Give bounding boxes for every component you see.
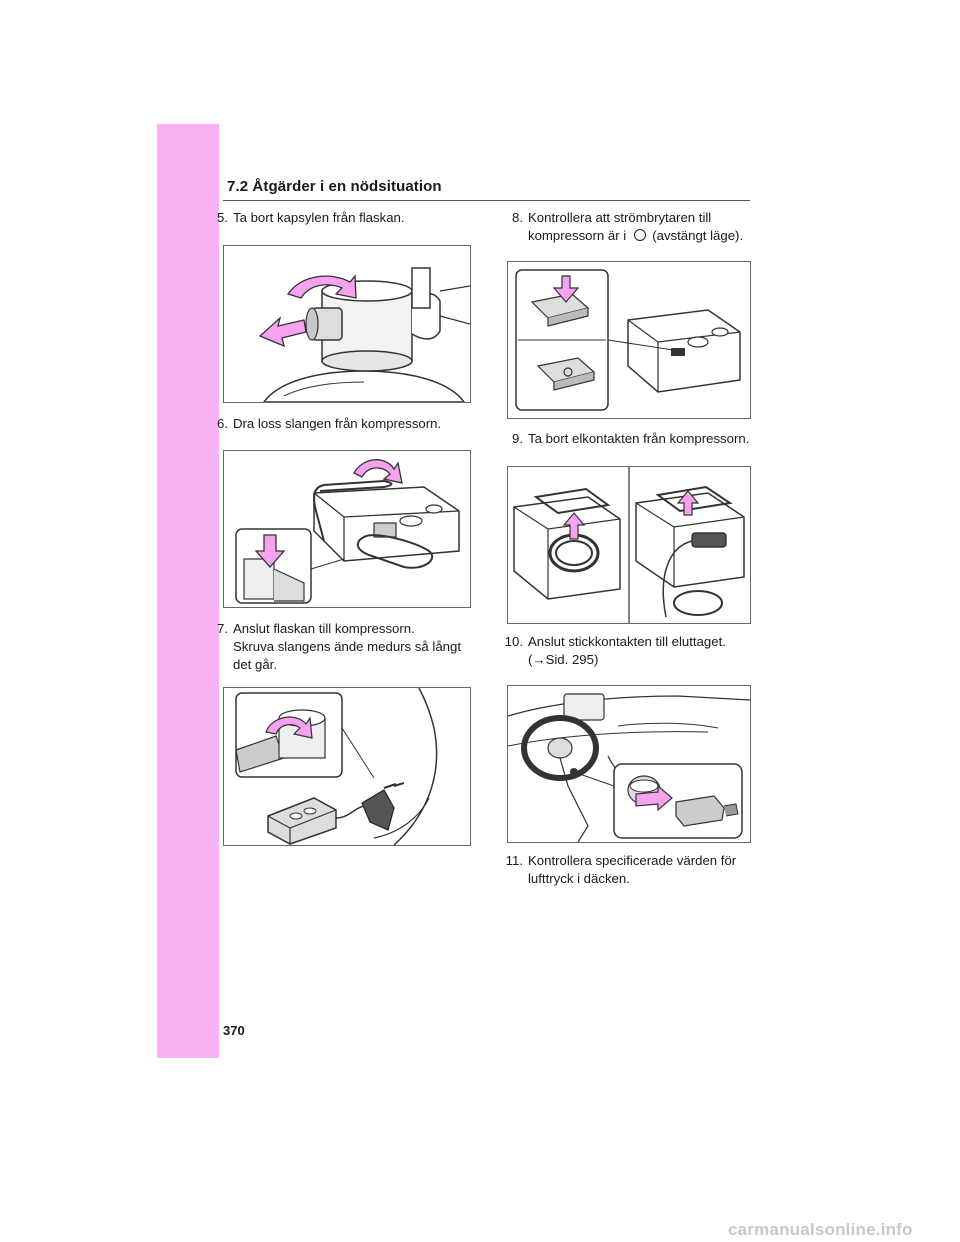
section-title: 7.2 Åtgärder i en nödsituation (227, 178, 442, 195)
step-text: Ta bort kapsylen från flaskan. (233, 210, 405, 225)
step-10: 10. Anslut stickkontakten till eluttaget… (495, 633, 765, 669)
step-number: 7. (217, 621, 228, 636)
section-rule (223, 200, 750, 201)
figure-remove-power-plug (507, 466, 751, 624)
step-8: 8. Kontrollera att strömbrytaren till ko… (495, 209, 765, 245)
power-off-symbol-icon (634, 229, 647, 241)
step-9: 9. Ta bort elkontakten från kompressorn. (495, 430, 765, 448)
step-subtext-page-ref: (→Sid. 295) (528, 652, 599, 667)
step-text: Anslut stickkontakten till eluttaget. (528, 634, 726, 649)
figure-connect-bottle (223, 687, 471, 846)
step-text: Kontrollera att strömbrytaren till kompr… (528, 210, 712, 243)
watermark: carmanualsonline.info (728, 1220, 913, 1239)
step-number: 10. (504, 634, 523, 649)
figure-remove-bottle-cap (223, 245, 471, 403)
step-text: Anslut flaskan till kompressorn. (233, 621, 415, 636)
step-number: 11. (505, 853, 523, 868)
step-7: 7. Anslut flaskan till kompressorn. Skru… (200, 620, 470, 674)
figure-detach-hose (223, 450, 471, 608)
figure-connect-power-outlet (507, 685, 751, 843)
chapter-sidebar-tab (157, 124, 219, 1058)
step-text: Kontrollera specificerade värden för luf… (528, 853, 737, 886)
step-11: 11. Kontrollera specificerade värden för… (495, 852, 765, 888)
page-number: 370 (223, 1023, 245, 1038)
step-text-suffix: (avstängt läge). (652, 228, 744, 243)
figure-power-switch (507, 261, 751, 419)
step-text: Dra loss slangen från kompressorn. (233, 416, 442, 431)
step-6: 6. Dra loss slangen från kompressorn. (200, 415, 470, 433)
step-5: 5. Ta bort kapsylen från flaskan. (200, 209, 470, 227)
step-number: 8. (512, 210, 523, 225)
step-text: Ta bort elkontakten från kompressorn. (528, 431, 750, 446)
step-number: 9. (512, 431, 523, 446)
step-number: 5. (217, 210, 228, 225)
step-subtext: Skruva slangens ände medurs så långt det… (233, 639, 461, 672)
step-number: 6. (217, 416, 228, 431)
